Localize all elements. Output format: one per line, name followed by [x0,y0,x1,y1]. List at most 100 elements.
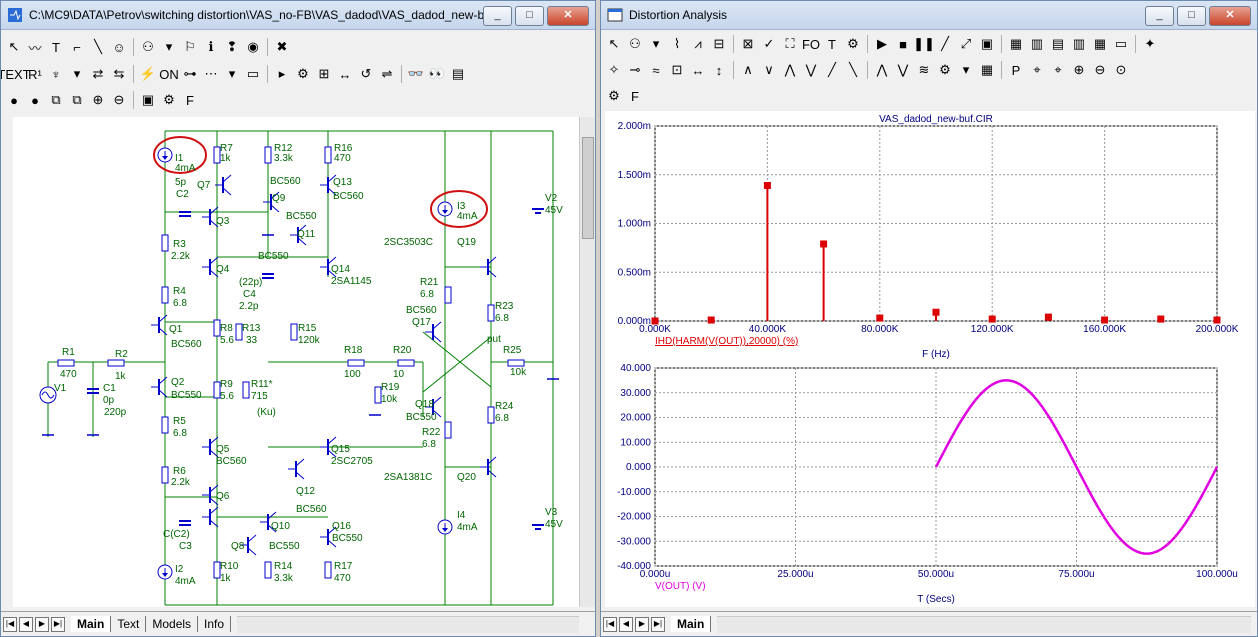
close-button[interactable]: ✕ [1209,6,1251,26]
schematic-tb2-tool-15-icon[interactable]: ↔ [338,66,352,82]
schematic-tb3-tool-1-icon[interactable]: ● [31,92,39,108]
analysis-tb2-tool-7-icon[interactable]: ∨ [764,62,774,77]
schematic-tb1-tool-10-icon[interactable]: ❢ [226,39,238,54]
analysis-tb2-tool-20-icon[interactable]: ⌖ [1054,62,1062,77]
analysis-tb1-tool-4-icon[interactable]: ⩘ [694,36,702,51]
analysis-tb2-tool-15-icon[interactable]: ⚙ [939,62,951,77]
schematic-tb3-tool-5-icon[interactable]: ⊖ [113,92,125,107]
tab-info[interactable]: Info [198,616,232,632]
schematic-tb2-tool-20-icon[interactable]: ▤ [451,66,465,81]
analysis-tb2-tool-10-icon[interactable]: ╱ [828,62,836,77]
analysis-tb1-tool-18-icon[interactable]: ▦ [1009,36,1023,51]
schematic-tb1-tool-3-icon[interactable]: ⌐ [73,39,81,55]
analysis-tb2-tool-6-icon[interactable]: ∧ [743,62,753,77]
analysis-tb1-tool-16-icon[interactable]: ⤢ [960,36,972,51]
schematic-tb1-tool-2-icon[interactable]: T [52,39,60,55]
schematic-tb1-tool-9-icon[interactable]: ℹ [208,39,214,54]
analysis-tb1-tool-7-icon[interactable]: ✓ [763,36,775,51]
analysis-tb2-tool-19-icon[interactable]: ⌖ [1033,62,1041,77]
schematic-titlebar[interactable]: C:\MC9\DATA\Petrov\switching distortion\… [1,1,595,30]
schematic-tb2-tool-3-icon[interactable]: ▾ [73,66,81,81]
analysis-tb2-tool-16-icon[interactable]: ▾ [962,62,970,77]
schematic-tb3-tool-2-icon[interactable]: ⧉ [51,92,61,107]
analysis-tb2-tool-21-icon[interactable]: ⊕ [1073,62,1085,77]
prev-page-button[interactable]: ◀ [19,616,33,632]
last-page-button[interactable]: ▶| [51,616,65,632]
tab-main[interactable]: Main [671,616,712,632]
maximize-button[interactable]: □ [1177,6,1206,26]
analysis-tb2-tool-8-icon[interactable]: ⋀ [784,62,796,77]
schematic-tb1-tool-6-icon[interactable]: ⚇ [142,39,154,54]
analysis-tb3-tool-0-icon[interactable]: ⚙ [608,88,620,103]
next-page-button[interactable]: ▶ [635,616,649,632]
analysis-tb1-tool-11-icon[interactable]: ⚙ [847,36,859,51]
analysis-tb1-tool-5-icon[interactable]: ⊟ [713,36,725,51]
schematic-tb1-tool-7-icon[interactable]: ▾ [165,39,173,54]
schematic-tb2-tool-5-icon[interactable]: ⇆ [113,66,125,81]
last-page-button[interactable]: ▶| [651,616,665,632]
schematic-tb3-tool-3-icon[interactable]: ⧉ [72,92,82,107]
analysis-tb2-tool-4-icon[interactable]: ↔ [691,62,705,78]
first-page-button[interactable]: |◀ [3,616,17,632]
schematic-horizontal-scrollbar[interactable] [237,615,579,633]
schematic-vertical-scrollbar[interactable] [579,117,595,607]
schematic-tb3-tool-6-icon[interactable]: ▣ [141,92,155,107]
schematic-tb2-tool-4-icon[interactable]: ⇄ [92,66,104,81]
analysis-tb2-tool-17-icon[interactable]: ▦ [980,62,994,77]
analysis-tb1-tool-21-icon[interactable]: ▥ [1072,36,1086,51]
schematic-tb3-tool-0-icon[interactable]: ● [10,92,18,108]
schematic-tb1-tool-1-icon[interactable]: 〰 [28,40,42,56]
schematic-tb2-tool-6-icon[interactable]: ⚡ [139,66,157,81]
analysis-tb1-tool-13-icon[interactable]: ■ [899,36,907,52]
analysis-tb2-tool-18-icon[interactable]: P [1011,62,1021,78]
schematic-tb2-tool-8-icon[interactable]: ⊶ [183,66,197,81]
analysis-tb1-tool-6-icon[interactable]: ⊠ [742,36,754,51]
schematic-tb2-tool-18-icon[interactable]: 👓 [407,66,425,81]
close-button[interactable]: ✕ [547,6,589,26]
schematic-tb3-tool-7-icon[interactable]: ⚙ [163,92,175,107]
schematic-tb2-tool-13-icon[interactable]: ⚙ [297,66,309,81]
schematic-tb3-tool-8-icon[interactable]: F [186,92,194,108]
schematic-tb1-tool-12-icon[interactable]: ✖ [276,39,288,54]
analysis-tb1-tool-23-icon[interactable]: ▭ [1114,36,1128,51]
schematic-tb1-tool-0-icon[interactable]: ↖ [8,39,20,54]
schematic-tb2-tool-7-icon[interactable]: ON [159,66,179,82]
analysis-tb2-tool-0-icon[interactable]: ✧ [608,62,620,77]
schematic-tb2-tool-10-icon[interactable]: ▾ [228,66,236,81]
analysis-tb1-tool-8-icon[interactable]: ⛶ [785,36,795,51]
tab-text[interactable]: Text [111,616,147,632]
schematic-tb1-tool-4-icon[interactable]: ╲ [94,39,102,54]
schematic-tb2-tool-14-icon[interactable]: ⊞ [318,66,330,81]
analysis-tb2-tool-22-icon[interactable]: ⊖ [1094,62,1106,77]
schematic-tb1-tool-8-icon[interactable]: ⚐ [184,39,196,54]
schematic-tb1-tool-5-icon[interactable]: ☺ [112,39,126,55]
schematic-tb2-tool-16-icon[interactable]: ↺ [360,66,372,81]
schematic-tb2-tool-19-icon[interactable]: 👀 [428,66,446,81]
schematic-tb3-tool-4-icon[interactable]: ⊕ [92,92,104,107]
analysis-tb1-tool-2-icon[interactable]: ▾ [652,36,660,51]
schematic-tb2-tool-0-icon[interactable]: TEXT [0,66,31,82]
analysis-tb2-tool-11-icon[interactable]: ╲ [849,62,857,77]
analysis-tb2-tool-23-icon[interactable]: ⊙ [1115,62,1127,77]
minimize-button[interactable]: _ [1145,6,1174,26]
schematic-tb2-tool-12-icon[interactable]: ▸ [278,66,286,81]
analysis-tb2-tool-12-icon[interactable]: ⋀ [876,62,888,77]
first-page-button[interactable]: |◀ [603,616,617,632]
prev-page-button[interactable]: ◀ [619,616,633,632]
analysis-tb1-tool-24-icon[interactable]: ✦ [1144,36,1156,51]
next-page-button[interactable]: ▶ [35,616,49,632]
schematic-tb2-tool-11-icon[interactable]: ▭ [246,66,260,81]
analysis-tb2-tool-13-icon[interactable]: ⋁ [897,62,909,77]
analysis-tb2-tool-9-icon[interactable]: ⋁ [805,62,817,77]
analysis-tb1-tool-10-icon[interactable]: T [828,36,836,52]
analysis-tb1-tool-1-icon[interactable]: ⚇ [629,36,641,51]
analysis-horizontal-scrollbar[interactable] [717,615,1251,633]
analysis-tb1-tool-12-icon[interactable]: ▶ [877,36,887,51]
schematic-tb2-tool-17-icon[interactable]: ⇌ [381,66,393,81]
scroll-thumb[interactable] [582,137,594,239]
analysis-tb1-tool-14-icon[interactable]: ❚❚ [913,36,935,51]
analysis-tb1-tool-0-icon[interactable]: ↖ [608,36,620,51]
analysis-tb1-tool-15-icon[interactable]: ╱ [941,36,949,51]
